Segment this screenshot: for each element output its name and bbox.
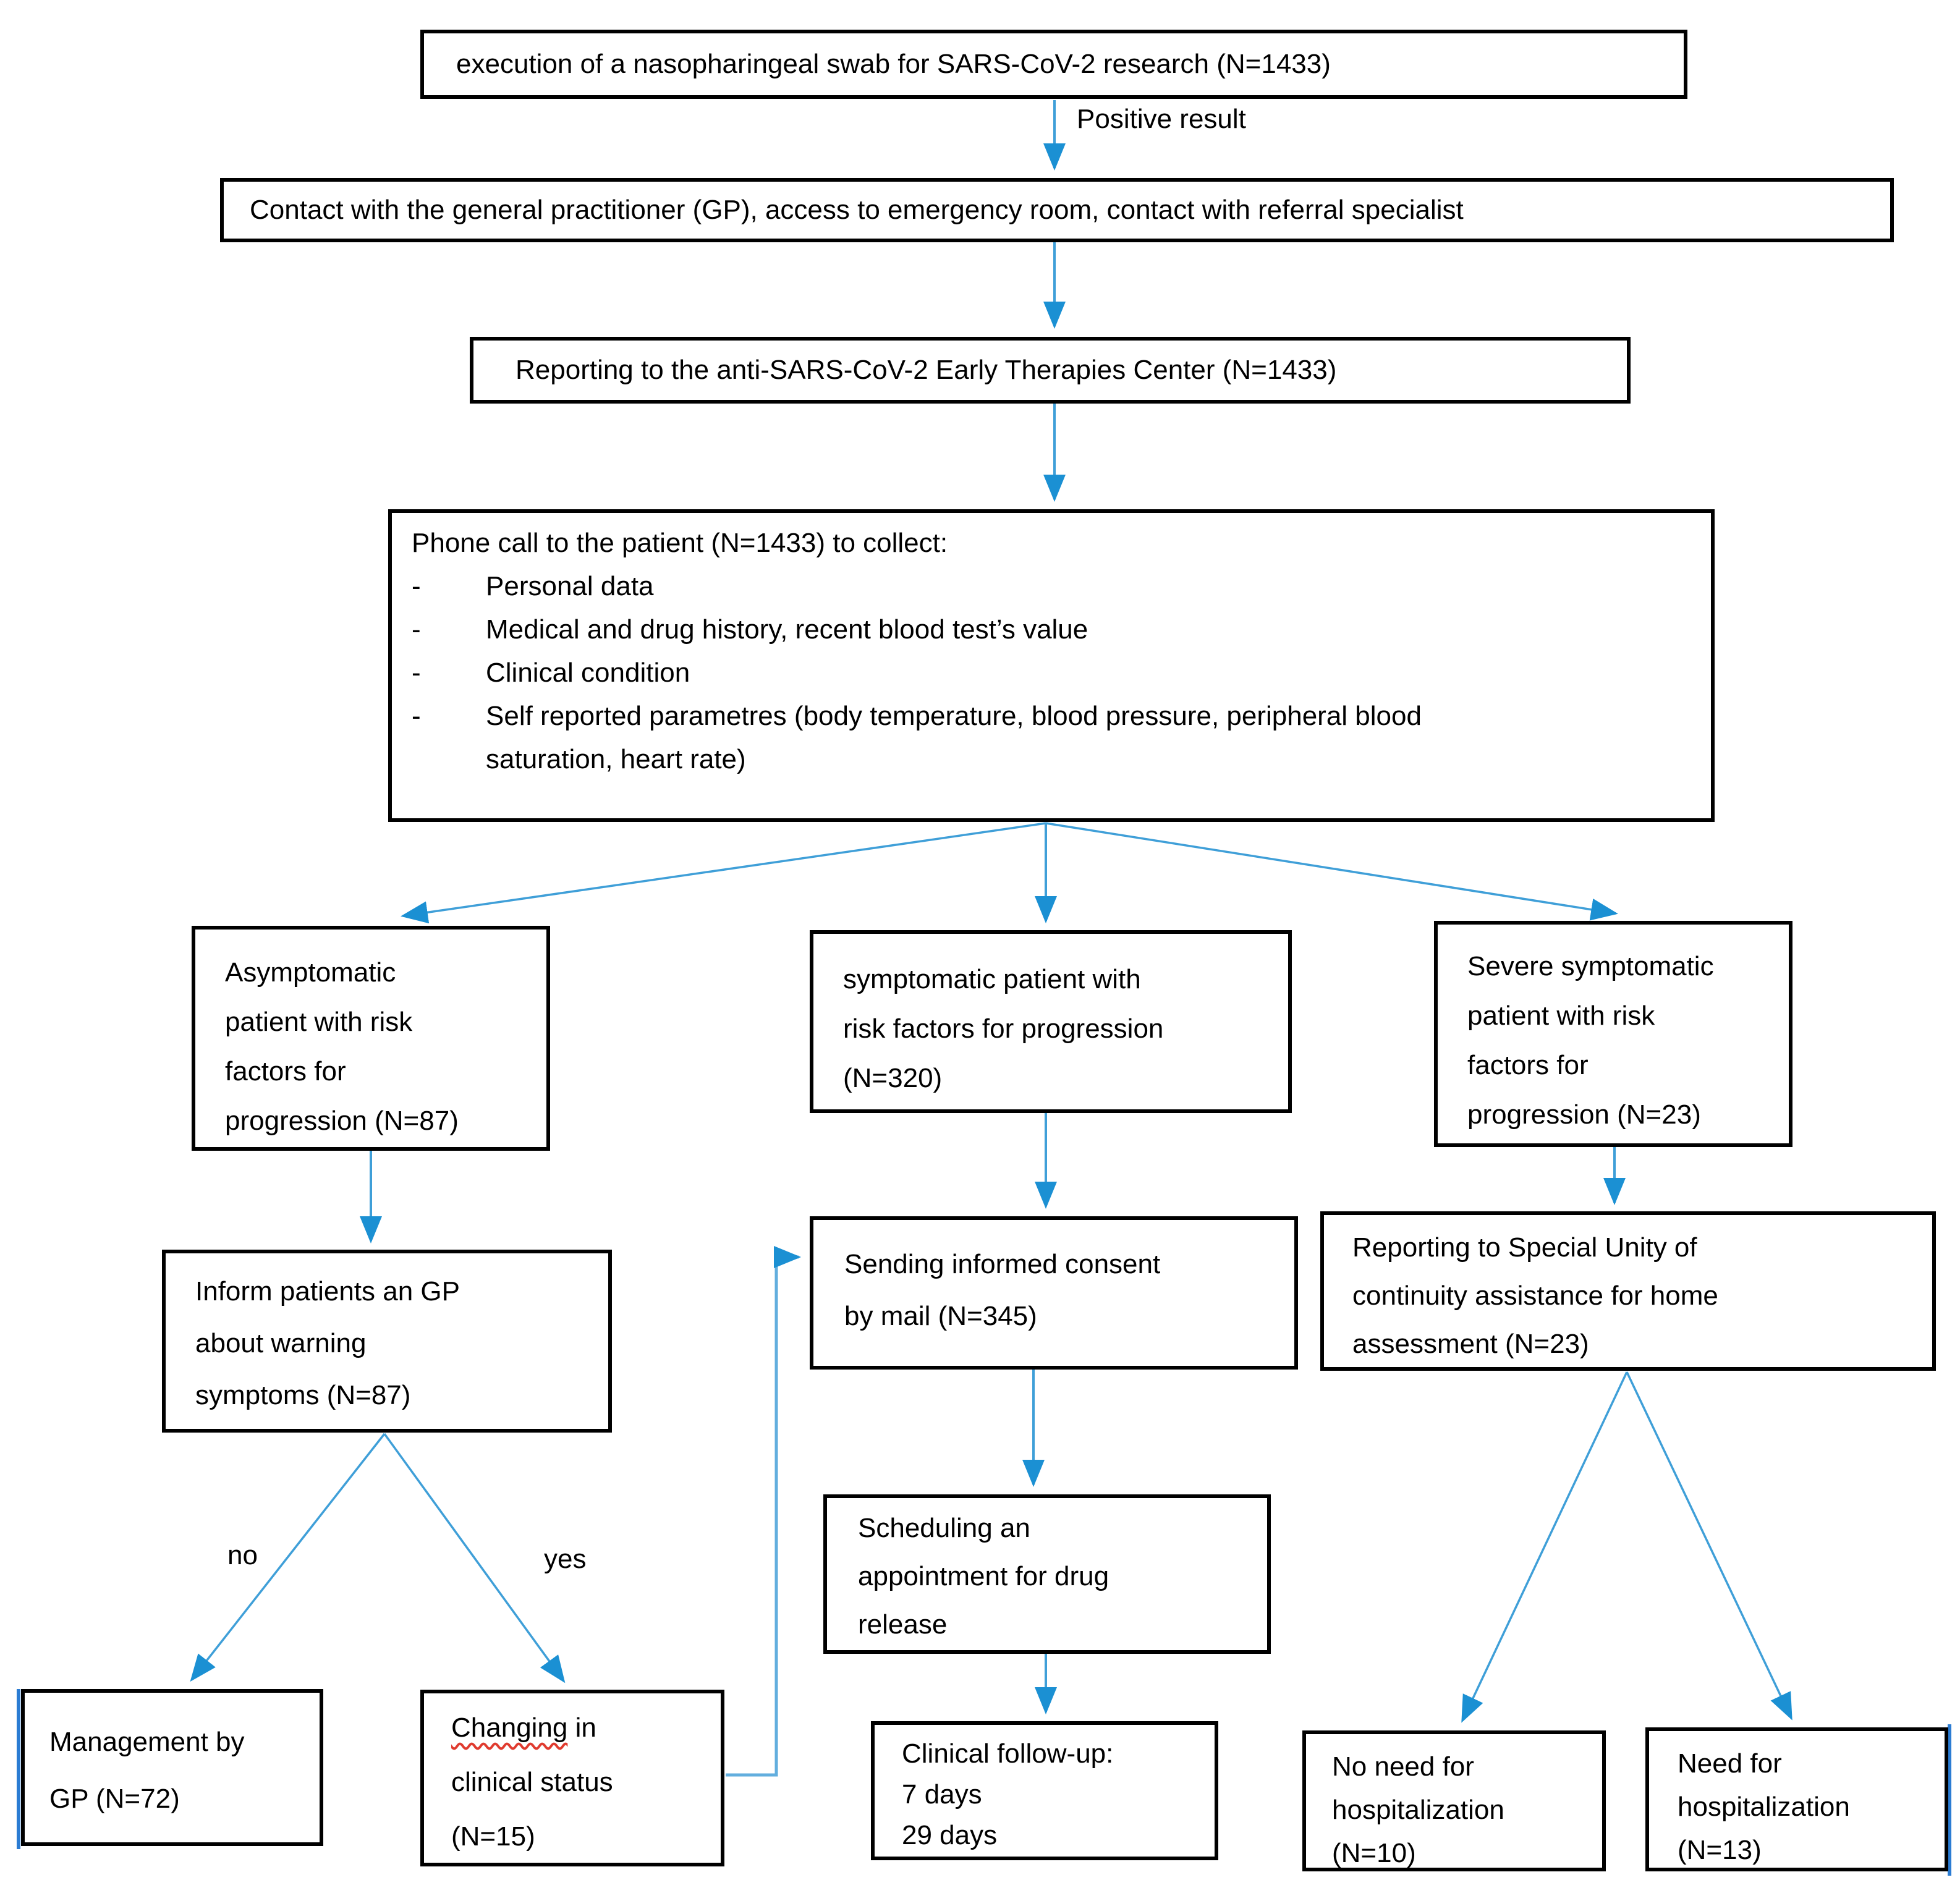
clinical-followup-29days: 29 days xyxy=(902,1820,998,1850)
phone-call-item-text: Personal data xyxy=(486,571,654,601)
phone-call-item-text: Self reported parametres (body temperatu… xyxy=(486,701,1422,774)
node-severe-symptomatic-label: Severe symptomatic patient with risk fac… xyxy=(1467,951,1714,1130)
node-reporting-center-label: Reporting to the anti-SARS-CoV-2 Early T… xyxy=(515,355,1337,386)
node-contact-gp-label: Contact with the general practitioner (G… xyxy=(250,195,1464,226)
node-sending-consent: Sending informed consent by mail (N=345) xyxy=(810,1216,1298,1370)
node-reporting-center: Reporting to the anti-SARS-CoV-2 Early T… xyxy=(470,337,1631,404)
positive-result-label: Positive result xyxy=(1077,104,1246,134)
node-contact-gp: Contact with the general practitioner (G… xyxy=(220,178,1894,242)
node-symptomatic: symptomatic patient with risk factors fo… xyxy=(810,930,1292,1113)
phone-call-item: - Self reported parametres (body tempera… xyxy=(412,695,1684,781)
arrow-inform-yes-to-changing xyxy=(383,1433,566,1683)
misspelled-word: Changing xyxy=(451,1713,568,1743)
node-clinical-followup: Clinical follow-up: 7 days 29 days xyxy=(871,1721,1218,1860)
node-scheduling-label: Scheduling an appointment for drug relea… xyxy=(858,1513,1109,1640)
phone-call-item: - Clinical condition xyxy=(412,651,1684,695)
node-asymptomatic: Asymptomatic patient with risk factors f… xyxy=(192,926,550,1151)
node-swab-label: execution of a nasopharingeal swab for S… xyxy=(456,49,1331,80)
node-severe-symptomatic: Severe symptomatic patient with risk fac… xyxy=(1434,921,1792,1147)
dash-bullet: - xyxy=(412,658,421,688)
node-sending-consent-label: Sending informed consent by mail (N=345) xyxy=(844,1249,1161,1331)
arrow-changing-to-sending-feedback xyxy=(726,1246,801,1777)
branch-label-no: no xyxy=(227,1540,258,1570)
phone-call-item: - Personal data xyxy=(412,565,1684,608)
arrow-unity-to-no-hospitalization xyxy=(1461,1371,1628,1723)
node-asymptomatic-label: Asymptomatic patient with risk factors f… xyxy=(225,957,459,1136)
node-phone-call: Phone call to the patient (N=1433) to co… xyxy=(388,509,1715,822)
node-management-gp-label: Management by GP (N=72) xyxy=(49,1727,245,1814)
phone-call-title: Phone call to the patient (N=1433) to co… xyxy=(412,528,948,558)
node-no-hospitalization-label: No need for hospitalization (N=10) xyxy=(1332,1751,1504,1868)
node-inform-gp: Inform patients an GP about warning symp… xyxy=(162,1250,612,1433)
phone-call-item-text: Medical and drug history, recent blood t… xyxy=(486,614,1088,645)
phone-call-item: - Medical and drug history, recent blood… xyxy=(412,608,1684,651)
dash-bullet: - xyxy=(412,701,421,731)
node-special-unity-label: Reporting to Special Unity of continuity… xyxy=(1352,1232,1718,1359)
node-need-hospitalization: Need for hospitalization (N=13) xyxy=(1645,1727,1948,1871)
node-scheduling: Scheduling an appointment for drug relea… xyxy=(823,1494,1271,1654)
arrow-unity-to-need-hospitalization xyxy=(1626,1371,1792,1721)
node-need-hospitalization-label: Need for hospitalization (N=13) xyxy=(1678,1748,1850,1865)
arrow-inform-no-to-management xyxy=(190,1433,386,1682)
dash-bullet: - xyxy=(412,614,421,645)
node-changing-status: Changing in clinical status (N=15) xyxy=(420,1690,724,1866)
node-changing-status-label: Changing in clinical status (N=15) xyxy=(451,1701,637,1864)
phone-call-item-text: Clinical condition xyxy=(486,658,690,688)
clinical-followup-title: Clinical follow-up: xyxy=(902,1738,1114,1769)
node-changing-status-rest: in clinical status (N=15) xyxy=(451,1713,613,1852)
node-swab: execution of a nasopharingeal swab for S… xyxy=(420,30,1687,99)
node-no-hospitalization: No need for hospitalization (N=10) xyxy=(1302,1730,1606,1871)
node-inform-gp-label: Inform patients an GP about warning symp… xyxy=(195,1276,460,1410)
node-management-gp: Management by GP (N=72) xyxy=(21,1689,323,1846)
clinical-followup-7days: 7 days xyxy=(902,1779,982,1810)
branch-label-yes: yes xyxy=(544,1544,587,1574)
node-symptomatic-label: symptomatic patient with risk factors fo… xyxy=(843,964,1164,1093)
node-special-unity: Reporting to Special Unity of continuity… xyxy=(1320,1211,1936,1371)
dash-bullet: - xyxy=(412,571,421,601)
arrow-phone-to-asymptomatic xyxy=(401,822,1046,924)
arrow-phone-to-severe xyxy=(1045,822,1618,921)
